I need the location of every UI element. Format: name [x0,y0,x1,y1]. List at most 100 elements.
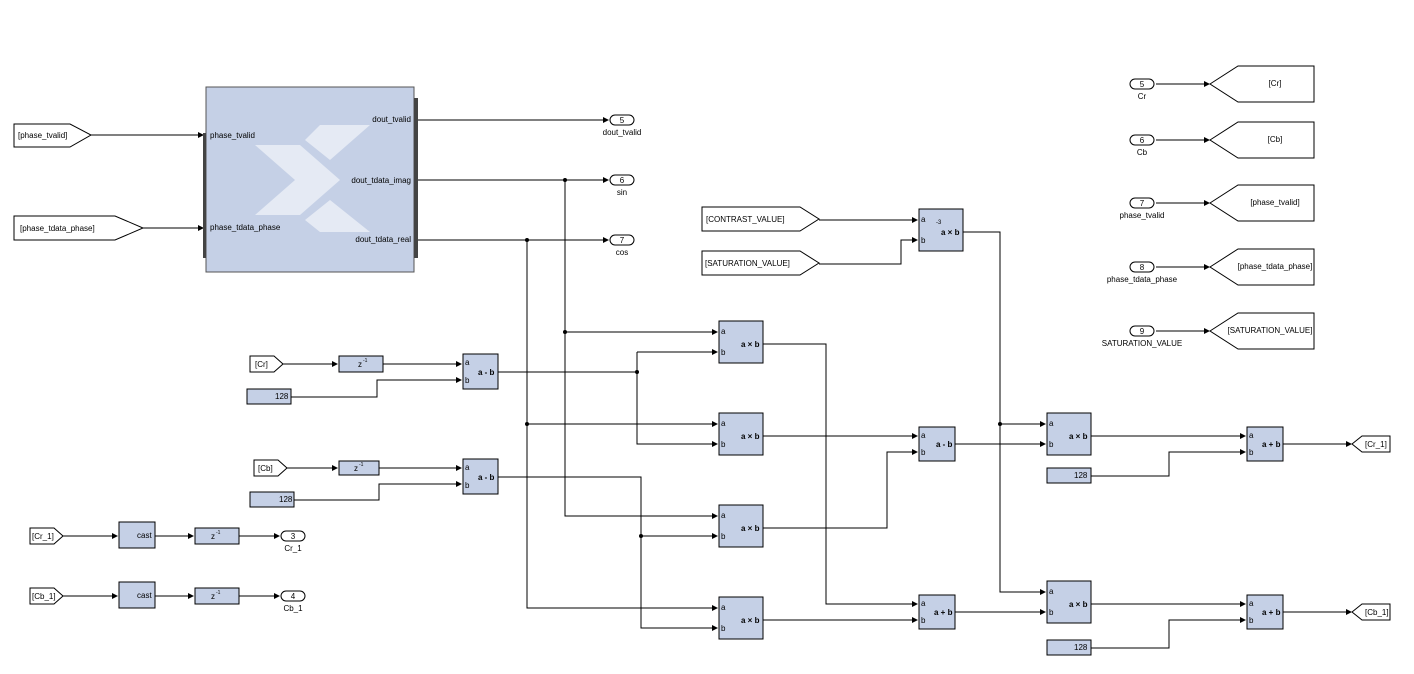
cast-block-cr-1[interactable]: cast [118,521,156,549]
svg-text:128: 128 [1074,643,1088,652]
svg-text:3: 3 [291,532,296,541]
svg-text:-1: -1 [216,590,221,596]
goto-tag-cr[interactable]: [Cr] [1209,65,1315,103]
mult-block-sat-cb[interactable]: a b a × b [1046,580,1092,624]
outport-6[interactable]: 6 sin [609,174,635,197]
svg-text:a: a [465,358,470,367]
from-tag-saturation-value[interactable]: [SATURATION_VALUE] [701,250,820,276]
delay-block-cr[interactable]: z -1 [338,355,384,373]
from-tag-cr[interactable]: [Cr] [249,355,284,373]
svg-text:128: 128 [1074,471,1088,480]
svg-text:z: z [358,360,362,369]
add-block-final-cr[interactable]: a b a + b [1246,426,1284,462]
goto-tag-cb-1[interactable]: [Cb_1] [1351,603,1391,621]
svg-text:a × b: a × b [741,524,760,533]
fft-in-phase-tdata-phase: phase_tdata_phase [210,223,281,232]
goto-tag-saturation-value[interactable]: [SATURATION_VALUE] [1209,312,1315,350]
svg-text:SATURATION_VALUE: SATURATION_VALUE [1102,339,1182,348]
svg-text:cast: cast [137,591,152,600]
svg-text:b: b [465,481,470,490]
svg-text:a × b: a × b [1069,432,1088,441]
svg-text:a: a [1249,431,1254,440]
svg-text:b: b [1049,608,1054,617]
dds-compiler-block[interactable]: phase_tvalid phase_tdata_phase dout_tval… [203,86,418,273]
svg-text:Cr: Cr [1138,92,1147,101]
goto-tag-phase-tdata-phase[interactable]: [phase_tdata_phase] [1209,248,1315,286]
mult-block-contrast-saturation[interactable]: a b a × b -3 [918,208,964,252]
svg-text:[Cb_1]: [Cb_1] [32,592,56,601]
svg-text:b: b [721,440,726,449]
delay-block-cb[interactable]: z -1 [338,460,380,476]
svg-text:a - b: a - b [478,473,495,482]
inport-9[interactable]: 9 SATURATION_VALUE [1102,325,1182,348]
svg-text:[SATURATION_VALUE]: [SATURATION_VALUE] [1228,326,1313,335]
svg-text:a: a [721,603,726,612]
svg-text:Cb: Cb [1137,148,1148,157]
outport-5[interactable]: 5 dout_tvalid [603,114,642,137]
svg-text:[phase_tvalid]: [phase_tvalid] [1250,198,1299,207]
mult-block-1[interactable]: a b a × b [718,320,764,364]
svg-text:a × b: a × b [741,340,760,349]
svg-text:a: a [921,599,926,608]
goto-tag-phase-tvalid[interactable]: [phase_tvalid] [1209,184,1315,222]
svg-text:a: a [721,419,726,428]
mult-block-sat-cr[interactable]: a b a × b [1046,412,1092,456]
from-tag-cb-1[interactable]: [Cb_1] [29,587,64,605]
constant-128-bottom[interactable]: 128 [1046,639,1092,656]
xilinx-logo-icon [255,125,370,232]
svg-text:a - b: a - b [936,440,953,449]
svg-text:-1: -1 [363,358,368,364]
svg-text:[CONTRAST_VALUE]: [CONTRAST_VALUE] [706,215,785,224]
subtract-block-mid[interactable]: a b a - b [918,426,956,462]
svg-text:b: b [721,348,726,357]
svg-text:-1: -1 [359,462,364,468]
add-block-mid[interactable]: a b a + b [918,594,956,630]
from-tag-cb[interactable]: [Cb] [253,459,288,477]
svg-text:b: b [921,236,926,245]
svg-text:5: 5 [620,116,625,125]
mult-block-4[interactable]: a b a × b [718,596,764,640]
from-tag-phase-tdata-phase[interactable]: [phase_tdata_phase] [13,215,145,241]
svg-text:a + b: a + b [1262,440,1281,449]
constant-128-cr[interactable]: 128 [246,388,292,405]
inport-7[interactable]: 7 phase_tvalid [1120,197,1165,220]
svg-text:[Cb_1]: [Cb_1] [1365,608,1389,617]
svg-text:b: b [721,532,726,541]
mult-block-2[interactable]: a b a × b [718,412,764,456]
svg-text:128: 128 [279,495,293,504]
goto-tag-cb[interactable]: [Cb] [1209,121,1315,159]
goto-tag-cr-1[interactable]: [Cr_1] [1351,435,1391,453]
svg-text:a × b: a × b [941,228,960,237]
svg-text:[phase_tdata_phase]: [phase_tdata_phase] [20,224,95,233]
add-block-final-cb[interactable]: a b a + b [1246,594,1284,630]
outport-4[interactable]: 4 Cb_1 [280,590,306,613]
mult-block-3[interactable]: a b a × b [718,504,764,548]
inport-6[interactable]: 6 Cb [1129,134,1155,157]
inport-8[interactable]: 8 phase_tdata_phase [1107,261,1178,284]
from-tag-phase-tvalid[interactable]: [phase_tvalid] [13,123,93,148]
svg-text:z: z [211,592,215,601]
cast-block-cb-1[interactable]: cast [118,581,156,609]
delay-block-cr-1[interactable]: z -1 [194,527,240,545]
subtract-block-cb[interactable]: a b a - b [462,458,499,495]
from-tag-contrast-value[interactable]: [CONTRAST_VALUE] [701,206,820,232]
wires [63,81,1352,649]
svg-text:[Cr_1]: [Cr_1] [1365,440,1387,449]
outport-7[interactable]: 7 cos [609,234,635,257]
svg-text:b: b [1249,616,1254,625]
svg-text:[phase_tdata_phase]: [phase_tdata_phase] [1238,262,1313,271]
svg-text:b: b [1049,440,1054,449]
svg-text:a: a [721,511,726,520]
constant-128-top[interactable]: 128 [1046,467,1092,484]
outport-3[interactable]: 3 Cr_1 [280,530,306,553]
from-tag-cr-1[interactable]: [Cr_1] [29,527,64,545]
svg-text:-3: -3 [936,220,942,226]
constant-128-cb[interactable]: 128 [249,491,295,508]
svg-text:b: b [1249,448,1254,457]
fft-in-phase-tvalid: phase_tvalid [210,131,255,140]
fft-out-dout-tdata-real: dout_tdata_real [355,235,411,244]
subtract-block-cr[interactable]: a b a - b [462,353,499,390]
svg-text:cast: cast [137,531,152,540]
delay-block-cb-1[interactable]: z -1 [194,587,240,605]
inport-5[interactable]: 5 Cr [1129,78,1155,101]
